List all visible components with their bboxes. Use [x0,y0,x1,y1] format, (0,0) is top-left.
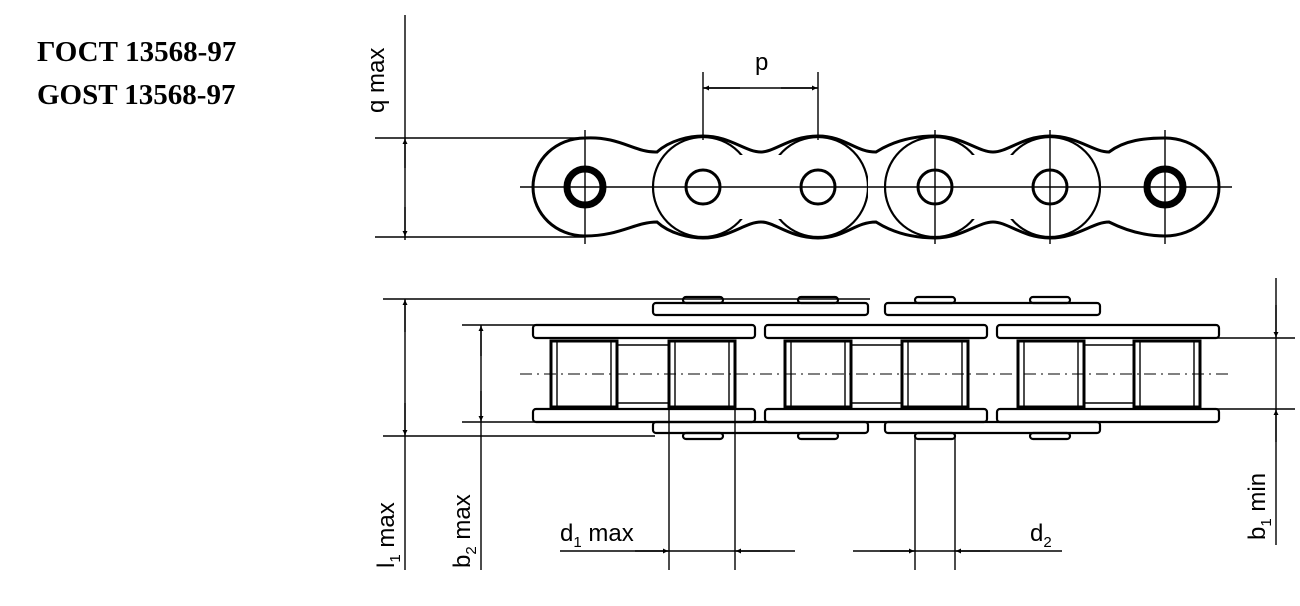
inner-plate-top [763,323,989,340]
dimension-d2 [853,435,1062,570]
label-pitch: p [755,49,768,76]
inner-plate-bottom [995,407,1221,424]
label-b2-max: b2 max [449,494,480,568]
label-l1-max: l1 max [373,502,404,568]
outer-plate-top [651,301,870,317]
inner-plate-bottom [763,407,989,424]
roller [549,339,619,409]
dimension-b2-max [462,324,535,570]
standard-title-russian: ГОСТ 13568-97 [37,36,237,68]
outer-plate-top [883,301,1102,317]
label-q-max: q max [363,48,390,113]
label-b1-min: b1 min [1244,473,1275,540]
outer-plate-bottom [651,420,870,435]
dimension-q-max [375,15,585,240]
chain-top-view [520,130,1232,244]
outer-plate-bottom [883,420,1102,435]
label-d2: d2 [1030,520,1052,551]
inner-plate-bottom [531,407,757,424]
roller [900,339,970,409]
standard-title-english: GOST 13568-97 [37,79,236,111]
dimension-l1-max [383,298,870,570]
roller [667,339,737,409]
label-d1-max: d1 max [560,520,634,551]
dimension-pitch [702,72,819,140]
chain-side-view [520,295,1232,441]
dimension-d1-max [560,407,795,570]
roller [1132,339,1202,409]
dimension-b1-min [1200,278,1295,545]
inner-plate-top [531,323,757,340]
inner-plate-top [995,323,1221,340]
